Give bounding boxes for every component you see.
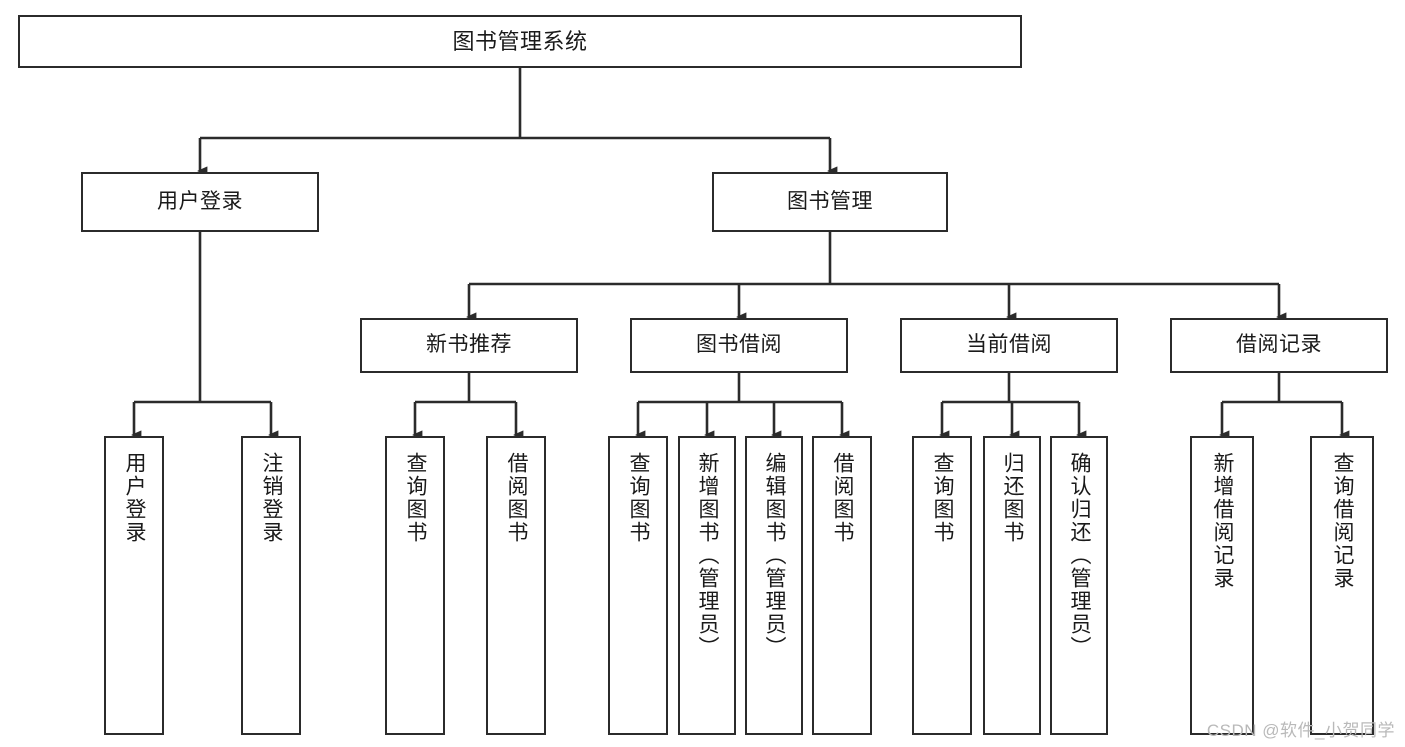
node-label: 查询图书 [931,452,955,544]
leaf-user-login[interactable]: 用户登录 [104,436,164,735]
node-root[interactable]: 图书管理系统 [18,15,1022,68]
node-borrow-records[interactable]: 借阅记录 [1170,318,1388,373]
node-label: 新增借阅记录 [1211,452,1235,590]
node-book-borrow[interactable]: 图书借阅 [630,318,848,373]
leaf-add-borrow-record[interactable]: 新增借阅记录 [1190,436,1254,735]
node-label: 借阅记录 [1236,333,1322,357]
leaf-return-book[interactable]: 归还图书 [983,436,1041,735]
node-label: 图书管理系统 [452,28,588,54]
node-label: 新书推荐 [426,333,512,357]
leaf-borrow-books-recommend[interactable]: 借阅图书 [486,436,546,735]
node-current-borrow[interactable]: 当前借阅 [900,318,1118,373]
leaf-add-book-admin[interactable]: 新增图书（管理员） [678,436,736,735]
node-label: 用户登录 [157,189,243,213]
node-book-management[interactable]: 图书管理 [712,172,948,232]
node-label: 归还图书 [1001,452,1025,544]
node-label: 用户登录 [123,452,147,544]
node-label: 注销登录 [260,452,284,544]
node-label: 借阅图书 [505,452,529,544]
leaf-query-borrow-record[interactable]: 查询借阅记录 [1310,436,1374,735]
leaf-confirm-return-admin[interactable]: 确认归还（管理员） [1050,436,1108,735]
watermark-text: CSDN @软件_小贺同学 [1206,721,1395,740]
node-label: 确认归还（管理员） [1068,452,1092,659]
leaf-edit-book-admin[interactable]: 编辑图书（管理员） [745,436,803,735]
node-label: 图书管理 [787,189,873,213]
leaf-borrow-book[interactable]: 借阅图书 [812,436,872,735]
node-label: 查询图书 [404,452,428,544]
node-label: 图书借阅 [696,333,782,357]
node-label: 新增图书（管理员） [696,452,720,659]
node-user-login[interactable]: 用户登录 [81,172,319,232]
leaf-query-books-borrow[interactable]: 查询图书 [608,436,668,735]
node-label: 借阅图书 [831,452,855,544]
node-label: 编辑图书（管理员） [763,452,787,659]
node-label: 当前借阅 [966,333,1052,357]
node-label: 查询图书 [627,452,651,544]
node-label: 查询借阅记录 [1331,452,1355,590]
node-new-book-recommend[interactable]: 新书推荐 [360,318,578,373]
leaf-query-books-recommend[interactable]: 查询图书 [385,436,445,735]
leaf-logout[interactable]: 注销登录 [241,436,301,735]
leaf-query-books-current[interactable]: 查询图书 [912,436,972,735]
